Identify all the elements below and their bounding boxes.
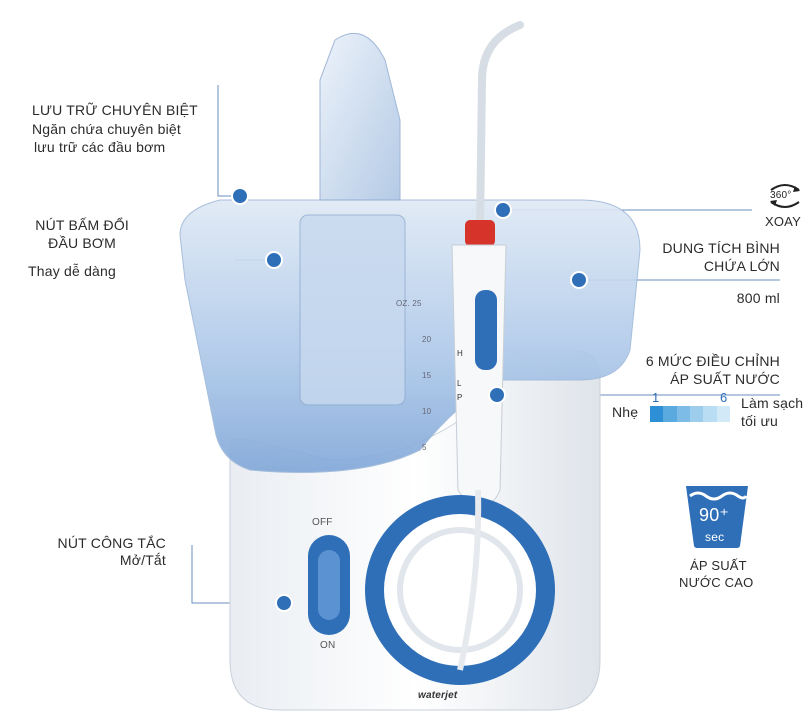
water-flosser-device xyxy=(179,21,641,711)
water-cup-icon xyxy=(686,486,748,548)
tank-mark-10: 10 xyxy=(422,407,432,416)
switch-off-label: OFF xyxy=(312,517,333,528)
pressure-level-4 xyxy=(689,406,704,422)
pressure-level-2 xyxy=(663,406,677,422)
high-pressure-line-2: NƯỚC CAO xyxy=(679,575,754,590)
power-sub: Mở/Tắt xyxy=(119,552,166,568)
tank-mark-5: 5 xyxy=(422,443,427,452)
rotate-360-icon xyxy=(770,184,800,208)
pressure-level-3 xyxy=(676,406,690,422)
tip-button-title-2: ĐẦU BƠM xyxy=(48,235,116,251)
high-pressure-line-1: ÁP SUẤT xyxy=(690,558,747,573)
brand-logo: waterjet xyxy=(418,690,458,701)
tip-button-marker-dot xyxy=(265,251,283,269)
storage-marker-dot xyxy=(231,187,249,205)
handle-mark-h: H xyxy=(457,349,463,358)
pressure-low-label: Nhẹ xyxy=(612,404,639,420)
handle-mark-l: L xyxy=(457,379,462,388)
pressure-marker-dot xyxy=(488,386,506,404)
tip-button-title-1: NÚT BẤM ĐỔI xyxy=(35,217,129,233)
tank-mark-20: 20 xyxy=(422,335,432,344)
storage-line-1: Ngăn chứa chuyên biệt xyxy=(32,121,181,137)
tank-mark-15: 15 xyxy=(422,371,432,380)
power-marker-dot xyxy=(275,594,293,612)
badge-90-unit: sec xyxy=(705,530,725,544)
capacity-value: 800 ml xyxy=(736,290,780,306)
storage-title: LƯU TRỮ CHUYÊN BIỆT xyxy=(32,102,198,118)
handle-mark-p: P xyxy=(457,393,463,402)
pressure-title-2: ÁP SUẤT NƯỚC xyxy=(670,371,780,387)
pressure-level-6 xyxy=(716,406,730,422)
capacity-marker-dot xyxy=(570,271,588,289)
rotate-badge-text: 360° xyxy=(770,190,792,201)
tank-scale-top: OZ. 25 xyxy=(396,299,422,308)
badge-90-number: 90⁺ xyxy=(699,505,730,525)
pressure-high-label-1: Làm sạch xyxy=(741,395,804,411)
power-title: NÚT CÔNG TẮC xyxy=(57,535,166,551)
pressure-level-1 xyxy=(650,406,664,422)
switch-on-label: ON xyxy=(320,640,336,651)
capacity-title-1: DUNG TÍCH BÌNH xyxy=(662,240,780,256)
storage-line-2: lưu trữ các đầu bơm xyxy=(34,139,166,155)
rotate-marker-dot xyxy=(494,201,512,219)
pressure-scale-bar xyxy=(650,406,730,422)
pressure-min-value: 1 xyxy=(652,390,660,405)
capacity-title-2: CHỨA LỚN xyxy=(703,258,780,274)
pressure-title-1: 6 MỨC ĐIỀU CHỈNH xyxy=(645,353,780,369)
tip-button-sub: Thay dễ dàng xyxy=(28,263,117,279)
pressure-max-value: 6 xyxy=(720,390,728,405)
rotate-label: XOAY xyxy=(765,214,801,229)
pressure-level-5 xyxy=(703,406,717,422)
pressure-high-label-2: tối ưu xyxy=(741,413,779,429)
